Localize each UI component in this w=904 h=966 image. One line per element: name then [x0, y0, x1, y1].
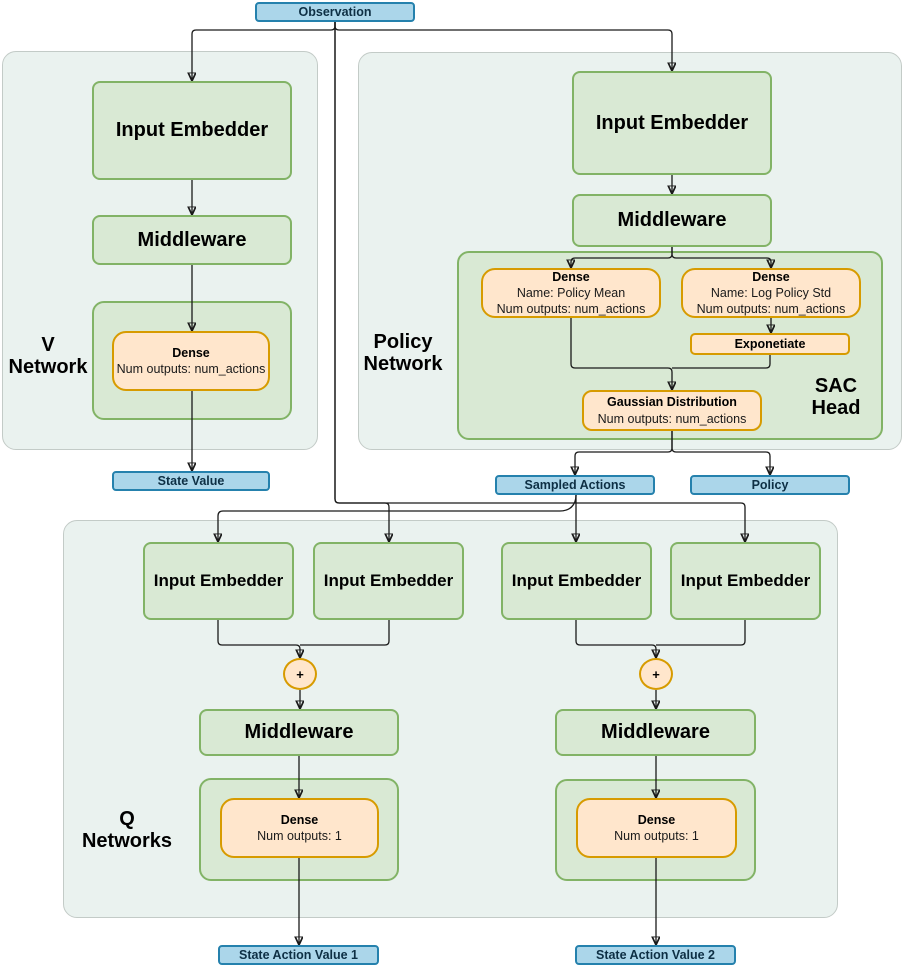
- sampled-actions-node: Sampled Actions: [495, 475, 655, 495]
- v-dense-node: Dense Num outputs: num_actions: [112, 331, 270, 391]
- state-action-value-2-node: State Action Value 2: [575, 945, 736, 965]
- state-action-value-1-node: State Action Value 1: [218, 945, 379, 965]
- q2-middleware-node: Middleware: [555, 709, 756, 756]
- q-input-embedder-3-node: Input Embedder: [501, 542, 652, 620]
- sac-head-label: SAC Head: [811, 375, 861, 419]
- q2-dense-node: Dense Num outputs: 1: [576, 798, 737, 858]
- policy-output-node: Policy: [690, 475, 850, 495]
- observation-label: Observation: [298, 5, 372, 19]
- v-middleware-node: Middleware: [92, 215, 292, 265]
- q-input-embedder-4-node: Input Embedder: [670, 542, 821, 620]
- q-input-embedder-1-node: Input Embedder: [143, 542, 294, 620]
- policy-middleware-node: Middleware: [572, 194, 772, 247]
- policy-input-embedder-node: Input Embedder: [572, 71, 772, 175]
- q-input-embedder-2-node: Input Embedder: [313, 542, 464, 620]
- q1-add-node: +: [283, 658, 317, 690]
- dense-policy-mean-node: Dense Name: Policy Mean Num outputs: num…: [481, 268, 661, 318]
- dense-log-policy-std-node: Dense Name: Log Policy Std Num outputs: …: [681, 268, 861, 318]
- q1-middleware-node: Middleware: [199, 709, 399, 756]
- policy-network-label: Policy Network: [363, 331, 443, 375]
- observation-node: Observation: [255, 2, 415, 22]
- q2-add-node: +: [639, 658, 673, 690]
- v-input-embedder-node: Input Embedder: [92, 81, 292, 180]
- exponentiate-node: Exponetiate: [690, 333, 850, 355]
- gaussian-distribution-node: Gaussian Distribution Num outputs: num_a…: [582, 390, 762, 431]
- state-value-node: State Value: [112, 471, 270, 491]
- q1-dense-node: Dense Num outputs: 1: [220, 798, 379, 858]
- v-network-label: V Network: [8, 334, 88, 378]
- q-networks-label: Q Networks: [81, 808, 173, 852]
